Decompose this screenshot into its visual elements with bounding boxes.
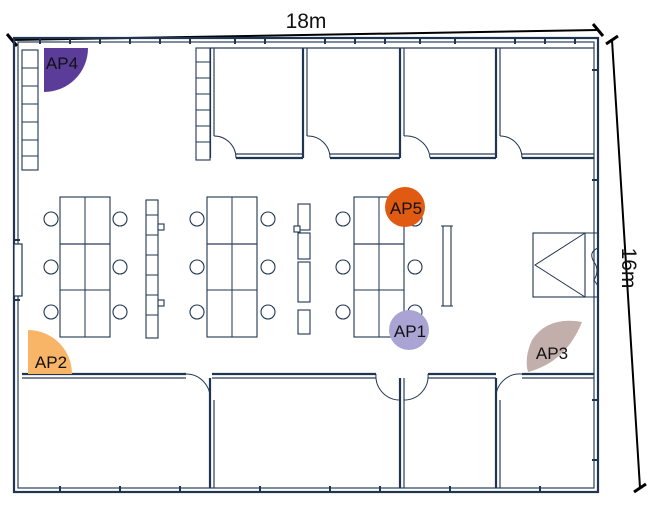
outer-walls — [12, 36, 600, 494]
desk-cluster-2 — [189, 196, 276, 338]
center-shelf — [195, 47, 211, 161]
ap3-coverage-icon — [526, 320, 582, 372]
access-point-ap4[interactable]: AP4 — [44, 48, 88, 92]
width-label: 18m — [286, 10, 327, 33]
access-point-ap1[interactable]: AP1 — [389, 310, 429, 350]
left-shelf — [21, 49, 39, 171]
ap1-marker-icon — [389, 310, 429, 350]
access-point-ap3[interactable]: AP3 — [526, 320, 582, 372]
height-label: 16m — [617, 248, 640, 289]
ap2-coverage-icon — [28, 330, 72, 374]
ap5-label: AP5 — [390, 199, 422, 218]
ap5-marker-icon — [385, 187, 425, 227]
stairwell — [532, 232, 599, 298]
height-dimension — [605, 34, 647, 494]
ap1-label: AP1 — [394, 322, 426, 341]
bottom-offices — [22, 372, 594, 488]
access-point-ap5[interactable]: AP5 — [385, 187, 425, 227]
top-offices — [208, 47, 594, 160]
divider-1 — [145, 199, 165, 339]
side-table — [441, 225, 453, 307]
access-point-ap2[interactable]: AP2 — [28, 330, 72, 374]
desk-cluster-1 — [43, 196, 128, 338]
ap2-label: AP2 — [35, 353, 67, 372]
divider-2 — [293, 203, 311, 335]
ap4-label: AP4 — [46, 54, 78, 73]
ap4-coverage-icon — [44, 48, 88, 92]
ap3-label: AP3 — [536, 344, 568, 363]
